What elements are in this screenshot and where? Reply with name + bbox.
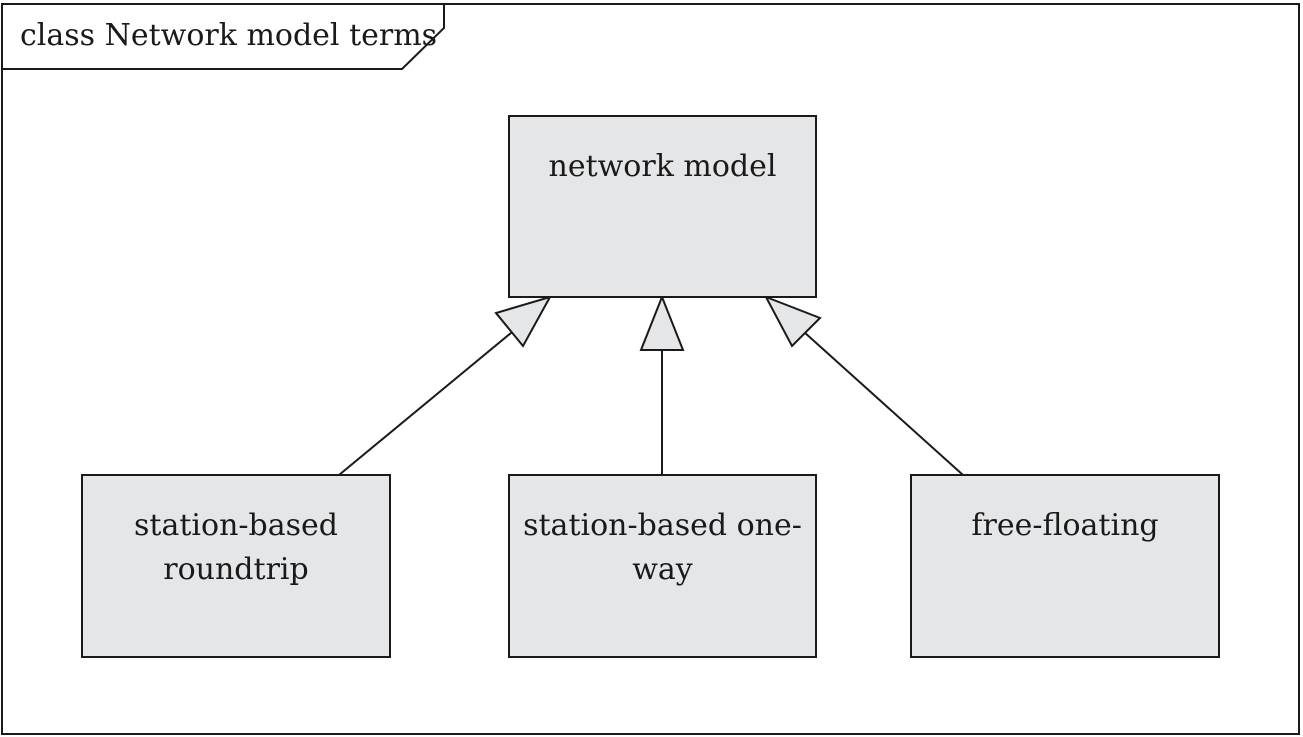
generalization-arrowhead-oneway <box>639 294 685 351</box>
class-station-based-roundtrip: station-based roundtrip <box>81 474 391 658</box>
generalization-arrowhead-free-floating <box>763 295 822 348</box>
frame-title: class Network model terms <box>20 18 438 53</box>
class-label: station-based one- way <box>523 508 802 587</box>
class-network-model: network model <box>508 115 817 298</box>
class-label: network model <box>548 149 777 184</box>
class-label: station-based roundtrip <box>134 508 338 587</box>
generalization-arrowhead-roundtrip <box>494 295 553 348</box>
class-label: free-floating <box>971 508 1159 543</box>
class-station-based-one-way: station-based one- way <box>508 474 817 658</box>
generalization-line-free-floating <box>793 322 964 476</box>
class-free-floating: free-floating <box>910 474 1220 658</box>
generalization-line-roundtrip <box>338 322 524 476</box>
frame-title-tab <box>1 3 445 70</box>
